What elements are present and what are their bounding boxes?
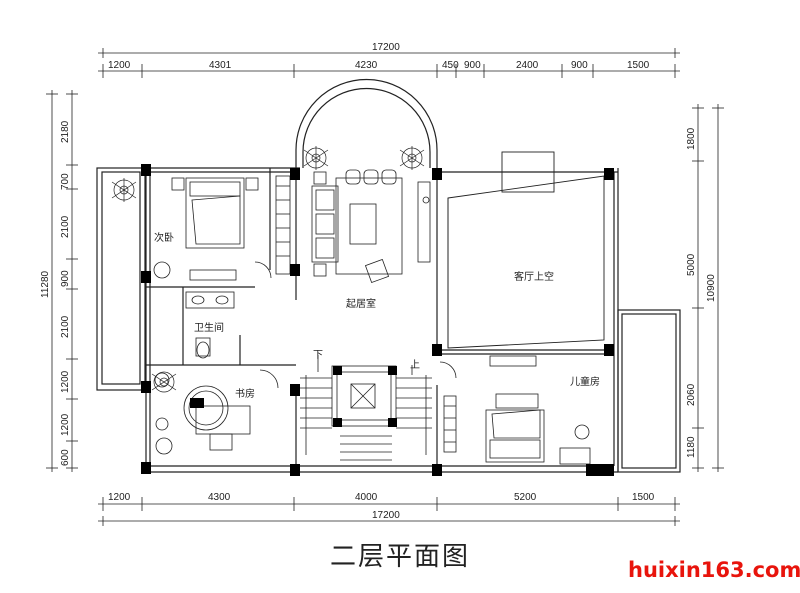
- dim-top-3: 450: [442, 60, 459, 71]
- staircase: [300, 355, 432, 461]
- plant-icon: [151, 371, 177, 393]
- walls: [96, 167, 681, 473]
- dim-left-1: 700: [60, 173, 71, 190]
- dim-top-7: 1500: [627, 60, 650, 71]
- plant-icon: [399, 146, 425, 170]
- dimension-top-total: [98, 48, 680, 58]
- bathroom-fixtures: [185, 261, 272, 359]
- void-area: [447, 151, 605, 349]
- room-label-bedroom2: 次卧: [154, 231, 174, 244]
- dim-bottom-total: 17200: [372, 510, 400, 521]
- dim-left-total: 11280: [40, 270, 51, 298]
- dim-right-2: 2060: [686, 383, 697, 406]
- dim-top-5: 2400: [516, 60, 539, 71]
- dimension-top-segments: [98, 64, 680, 78]
- dim-left-2: 2100: [60, 215, 71, 238]
- dim-top-6: 900: [571, 60, 588, 71]
- dim-top-0: 1200: [108, 60, 131, 71]
- dim-left-5: 1200: [60, 370, 71, 393]
- dim-right-total: 10900: [706, 274, 717, 302]
- living-furniture: [311, 169, 431, 284]
- dim-left-4: 2100: [60, 315, 71, 338]
- dimension-left: [46, 90, 78, 472]
- dim-left-7: 600: [60, 449, 71, 466]
- dimension-bottom-total: [98, 516, 680, 526]
- dim-bottom-3: 5200: [514, 492, 537, 503]
- dimension-right: [692, 104, 724, 472]
- dim-bottom-1: 4300: [208, 492, 231, 503]
- plant-icon: [303, 146, 329, 170]
- plant-icon: [111, 178, 137, 202]
- watermark: huixin163.com: [628, 558, 800, 582]
- dim-left-3: 900: [60, 270, 71, 287]
- structural-columns: [141, 164, 614, 476]
- kids-furniture: [439, 355, 591, 465]
- room-label-bathroom: 卫生间: [194, 321, 224, 334]
- dim-bottom-0: 1200: [108, 492, 131, 503]
- dim-top-4: 900: [464, 60, 481, 71]
- bedroom2-bed: [153, 175, 291, 281]
- dim-top-2: 4230: [355, 60, 378, 71]
- dim-bottom-2: 4000: [355, 492, 378, 503]
- dim-right-1: 5000: [686, 253, 697, 276]
- stair-label-up: 上: [410, 359, 420, 371]
- bay-window: [295, 78, 438, 168]
- room-label-living: 起居室: [346, 297, 376, 310]
- dim-top-total: 17200: [372, 42, 400, 53]
- room-label-void: 客厅上空: [514, 270, 554, 283]
- drawing-title: 二层平面图: [329, 542, 470, 572]
- room-label-kids: 儿童房: [570, 375, 600, 388]
- stair-label-down: 下: [313, 350, 323, 361]
- dim-left-6: 1200: [60, 413, 71, 436]
- dimension-bottom-segments: [98, 497, 680, 511]
- dim-top-1: 4301: [209, 60, 232, 71]
- dim-bottom-4: 1500: [632, 492, 655, 503]
- dim-left-0: 2180: [60, 120, 71, 143]
- room-label-study: 书房: [235, 387, 255, 400]
- dim-right-3: 1180: [686, 436, 697, 458]
- study-furniture: [154, 369, 279, 455]
- dim-right-0: 1800: [686, 127, 697, 150]
